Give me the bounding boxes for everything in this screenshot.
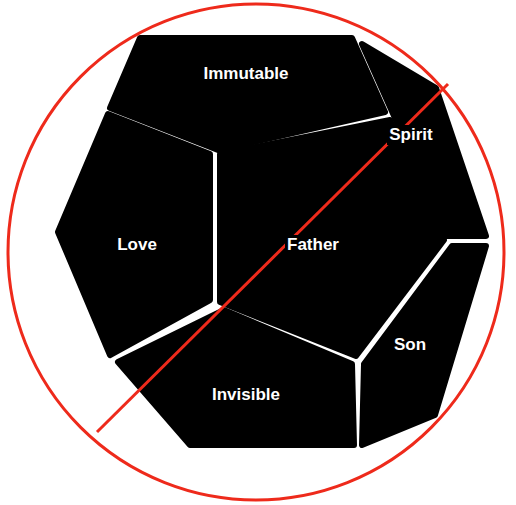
face-label: Love — [115, 235, 159, 255]
prohibition-circle — [8, 4, 504, 500]
face-polygon — [118, 310, 354, 445]
polyhedron-face: Son — [362, 246, 486, 445]
polyhedron-face: Love — [58, 114, 210, 355]
face-polygon — [58, 114, 210, 355]
face-label: Son — [392, 335, 428, 355]
face-label: Spirit — [387, 125, 434, 145]
face-label: Invisible — [210, 385, 282, 405]
face-label: Father — [285, 235, 341, 255]
face-label: Immutable — [201, 64, 290, 84]
face-polygon — [362, 246, 486, 445]
